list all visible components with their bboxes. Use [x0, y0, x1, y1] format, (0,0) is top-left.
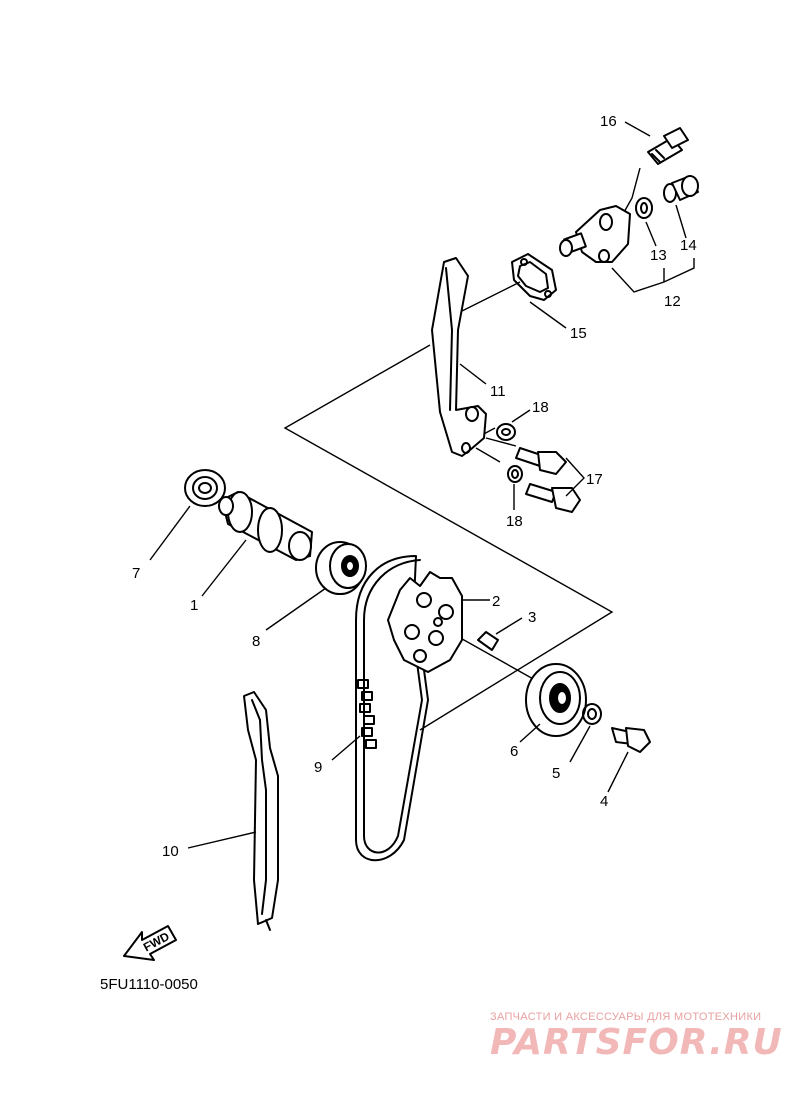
label-11: 11 [490, 383, 506, 400]
forward-arrow-icon: FWD [123, 925, 177, 961]
label-12: 12 [664, 293, 681, 310]
label-3: 3 [528, 609, 536, 626]
label-10: 10 [162, 843, 179, 860]
label-6: 6 [510, 743, 518, 760]
plate-6[interactable] [525, 663, 587, 737]
label-9: 9 [314, 759, 322, 776]
bearing-7[interactable] [184, 469, 226, 507]
washer-18-upper[interactable] [496, 423, 516, 441]
label-14: 14 [680, 237, 697, 254]
bolt-4[interactable] [611, 727, 651, 753]
label-1: 1 [190, 597, 198, 614]
dowel-pin-3[interactable] [477, 631, 499, 651]
bolt-14[interactable] [663, 175, 699, 203]
timing-chain-9[interactable] [355, 555, 429, 862]
watermark-tagline: ЗАПЧАСТИ И АКСЕССУАРЫ ДЛЯ МОТОТЕХНИКИ [490, 1011, 762, 1023]
label-18-lower: 18 [506, 513, 523, 530]
label-18-upper: 18 [532, 399, 549, 416]
bearing-8[interactable] [315, 541, 367, 595]
bolt-16[interactable] [647, 127, 689, 165]
bolt-17-upper[interactable] [515, 447, 567, 475]
label-15: 15 [570, 325, 587, 342]
diagram-code: 5FU1110-0050 [100, 976, 198, 993]
washer-5[interactable] [582, 703, 602, 725]
washer-13[interactable] [635, 197, 653, 219]
label-13: 13 [650, 247, 667, 264]
watermark-logo: PARTSFOR.RU [490, 1022, 783, 1063]
label-5: 5 [552, 765, 560, 782]
camshaft-1[interactable] [218, 491, 313, 561]
camshaft-sprocket-2[interactable] [387, 571, 463, 673]
tensioner-guide-11[interactable] [431, 257, 487, 457]
gasket-15[interactable] [511, 253, 557, 301]
label-2: 2 [492, 593, 500, 610]
label-16: 16 [600, 113, 617, 130]
label-8: 8 [252, 633, 260, 650]
bolt-17-lower[interactable] [525, 483, 581, 513]
chain-guide-10[interactable] [243, 691, 279, 931]
label-7: 7 [132, 565, 140, 582]
label-17: 17 [586, 471, 603, 488]
tensioner-12[interactable] [559, 205, 631, 263]
label-4: 4 [600, 793, 608, 810]
washer-18-lower[interactable] [507, 465, 523, 483]
